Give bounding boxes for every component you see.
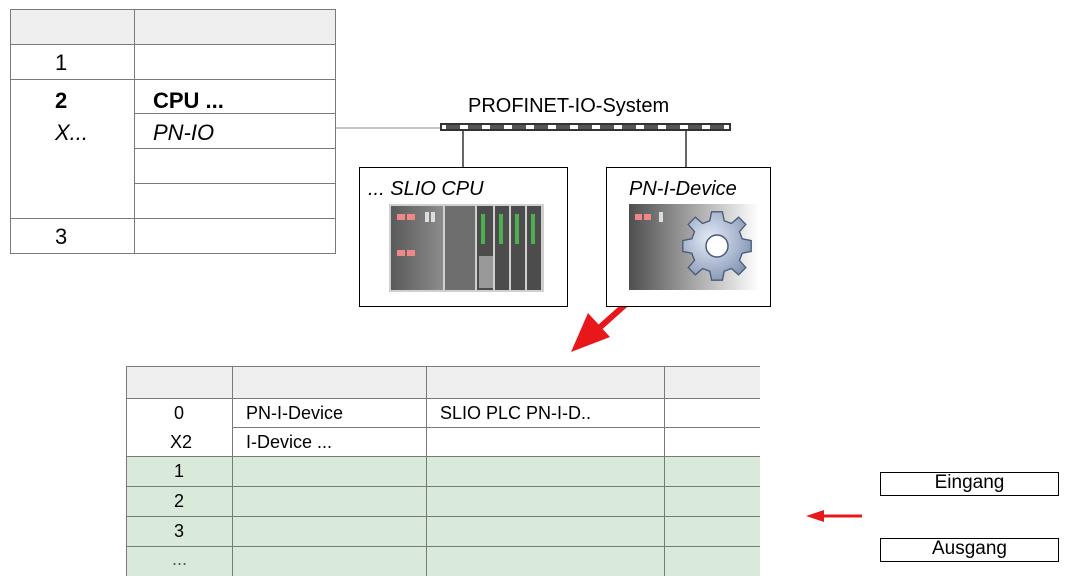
- module-name-i-device: I-Device ...: [246, 432, 333, 452]
- output-legend: Ausgang: [880, 538, 1059, 562]
- bus-label: PROFINET-IO-System: [468, 95, 670, 117]
- rack-divider: [134, 113, 336, 114]
- pn-i-device-label: PN-I-Device: [629, 178, 737, 200]
- rack-module-cpu: CPU ...: [153, 88, 224, 113]
- rack-slot-1: 1: [55, 50, 68, 75]
- pn-i-device[interactable]: PN-I-Device: [606, 167, 771, 307]
- module-table: 0 PN-I-Device SLIO PLC PN-I-D.. X2 I-Dev…: [126, 366, 760, 576]
- rack-slot-3: 3: [55, 224, 68, 249]
- rack-module-pn-io: PN-IO: [153, 120, 215, 145]
- rack-column-divider: [134, 9, 135, 254]
- module-slot-1: 1: [174, 461, 185, 481]
- rack-border-bottom: [10, 253, 336, 254]
- rack-border-top: [10, 9, 336, 10]
- gear-icon: [629, 204, 759, 290]
- module-slot-2: 2: [174, 491, 185, 511]
- module-slot-x2: X2: [170, 432, 193, 452]
- rack-divider: [134, 183, 336, 184]
- module-slot-0: 0: [174, 403, 185, 423]
- rack-divider: [10, 79, 336, 80]
- module-slot-more: ...: [172, 549, 188, 569]
- rack-border-right: [335, 9, 336, 254]
- module-order-number: SLIO PLC PN-I-D..: [440, 403, 592, 423]
- profinet-bus: [440, 123, 731, 131]
- rack-header-row: [10, 9, 336, 44]
- slio-cpu-device[interactable]: ... SLIO CPU: [359, 167, 568, 307]
- slio-cpu-label: ... SLIO CPU: [368, 178, 484, 200]
- rack-divider: [10, 218, 336, 219]
- rack-divider: [134, 148, 336, 149]
- rack-border-left: [10, 9, 11, 254]
- left-arrow-icon: [806, 510, 862, 522]
- rack-slot-2: 2: [55, 88, 68, 113]
- module-slot-3: 3: [174, 521, 185, 541]
- rack-slot-x: X...: [55, 120, 89, 145]
- module-grid: [126, 366, 760, 576]
- rack-divider: [10, 44, 336, 45]
- rack-table: 1 2 CPU ... X... PN-IO 3: [10, 9, 336, 254]
- input-legend: Eingang: [880, 472, 1059, 496]
- plc-hardware-icon: [389, 204, 544, 292]
- module-name-pn-i-device: PN-I-Device: [246, 403, 344, 423]
